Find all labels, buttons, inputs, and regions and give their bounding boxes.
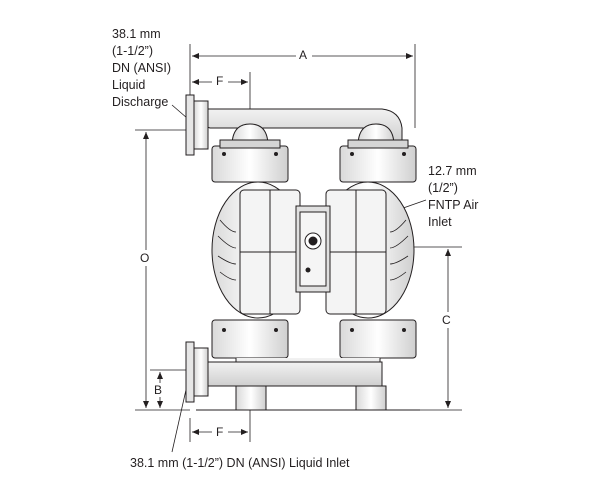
discharge-word-liquid: Liquid <box>112 78 146 92</box>
air-inlet-fitting <box>304 232 322 250</box>
air-inlet-thread: FNTP Air <box>428 198 479 212</box>
air-inlet-word: Inlet <box>428 215 452 229</box>
liquid-inlet-callout: 38.1 mm (1-1/2”) DN (ANSI) Liquid Inlet <box>130 456 350 470</box>
chamber-details <box>217 219 409 281</box>
discharge-callout: 38.1 mm (1-1/2”) DN (ANSI) Liquid Discha… <box>112 26 171 111</box>
discharge-word-discharge: Discharge <box>112 95 169 109</box>
discharge-size-in: (1-1/2”) <box>112 44 153 58</box>
air-inlet-size-mm: 12.7 mm <box>428 164 477 178</box>
discharge-standard: DN (ANSI) <box>112 61 172 75</box>
dimension-f-top-label: F <box>214 74 226 88</box>
dimension-o-label: O <box>138 251 152 265</box>
dimension-c-label: C <box>440 313 453 327</box>
dimension-f-bottom-label: F <box>214 425 226 439</box>
discharge-size-mm: 38.1 mm <box>112 27 161 41</box>
air-inlet-size-in: (1/2”) <box>428 181 458 195</box>
pump-body <box>185 94 420 411</box>
dimension-b-label: B <box>152 383 165 397</box>
dimension-a-label: A <box>297 48 310 62</box>
bolts <box>222 152 406 332</box>
air-inlet-callout: 12.7 mm (1/2”) FNTP Air Inlet <box>428 163 478 231</box>
